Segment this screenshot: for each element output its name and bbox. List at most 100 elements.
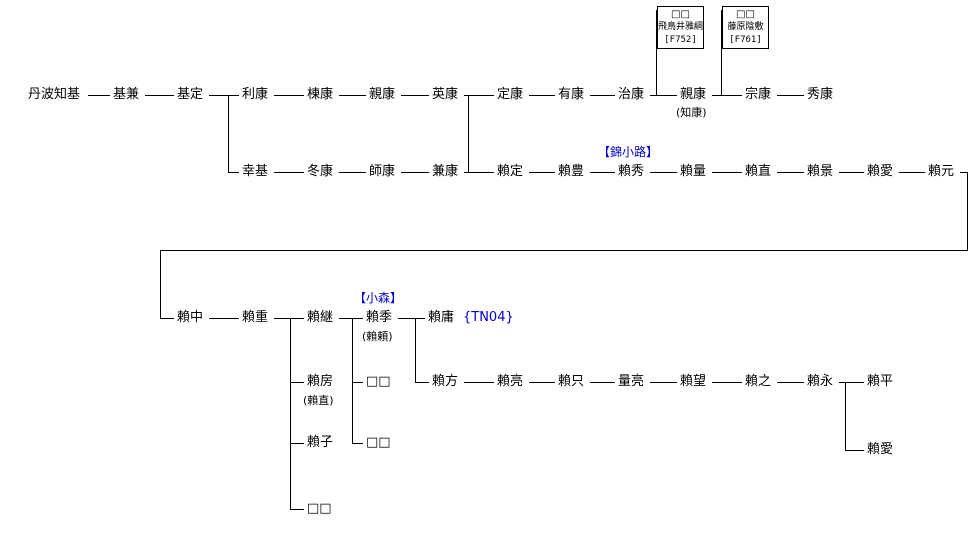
person-node: □□ — [307, 501, 332, 516]
person-node: 賴直 — [745, 164, 772, 179]
person-node: 賴季 — [366, 310, 393, 325]
person-node: 量亮 — [618, 374, 645, 389]
person-node: 賴房 — [307, 374, 334, 389]
person-node: 賴庸 — [428, 310, 455, 325]
connector-line — [339, 172, 366, 173]
person-node: 治康 — [618, 87, 645, 102]
connector-line — [712, 172, 742, 173]
connector-line — [967, 172, 968, 250]
connector-line — [529, 172, 555, 173]
family-code: [F752] — [664, 35, 697, 45]
daughter-placeholder: □□ — [736, 9, 755, 20]
connector-line — [401, 95, 429, 96]
connector-line — [712, 382, 742, 383]
person-alt-name-note: (賴頼) — [362, 330, 393, 343]
connector-line — [160, 318, 174, 319]
person-node: 賴愛 — [867, 442, 894, 457]
person-node: 賴中 — [177, 310, 204, 325]
connector-line — [464, 95, 494, 96]
person-node: 冬康 — [307, 164, 334, 179]
daughter-placeholder: □□ — [671, 9, 690, 20]
connector-line — [777, 172, 804, 173]
connector-line — [274, 172, 304, 173]
person-node: 基兼 — [113, 87, 140, 102]
person-node: 棟康 — [307, 87, 334, 102]
person-node: 兼康 — [432, 164, 459, 179]
connector-line — [464, 172, 494, 173]
connector-line — [777, 95, 804, 96]
person-node: 賴望 — [680, 374, 707, 389]
person-node: 秀康 — [807, 87, 834, 102]
connector-line — [590, 382, 615, 383]
branch-label-komori[interactable]: 【小森】 — [354, 291, 403, 305]
code-link-tn04[interactable]: {TN04} — [463, 310, 514, 325]
connector-line — [401, 172, 429, 173]
connector-line — [845, 450, 864, 451]
connector-line — [529, 95, 555, 96]
connector-line — [274, 95, 304, 96]
connector-line — [960, 172, 968, 173]
person-node: 賴量 — [680, 164, 707, 179]
person-node: 丹波知基 — [28, 87, 81, 102]
connector-line — [160, 250, 968, 251]
connector-line — [656, 10, 657, 95]
connector-line — [650, 172, 677, 173]
person-node: 幸基 — [242, 164, 269, 179]
connector-line — [209, 318, 239, 319]
person-alt-name-note: (知康) — [676, 106, 707, 119]
connector-line — [352, 443, 363, 444]
connector-line — [845, 382, 846, 450]
connector-line — [228, 172, 239, 173]
connector-line — [290, 382, 304, 383]
connector-line — [590, 172, 615, 173]
person-node: 宗康 — [745, 87, 772, 102]
person-node: 賴平 — [867, 374, 894, 389]
connector-line — [839, 382, 864, 383]
connector-line — [228, 95, 229, 172]
person-node: 賴子 — [307, 435, 334, 450]
person-node: 親康 — [369, 87, 396, 102]
spouse-name: 飛鳥井雅綱 — [658, 22, 704, 32]
connector-line — [650, 382, 677, 383]
connector-line — [468, 95, 469, 172]
person-alt-name-note: (賴直) — [303, 394, 334, 407]
spouse-box-fujiwara: □□ 藤原陰敷 [F761] — [722, 6, 769, 49]
person-node: 基定 — [177, 87, 204, 102]
connector-line — [145, 95, 174, 96]
person-node: 有康 — [558, 87, 585, 102]
connector-line — [290, 509, 304, 510]
person-node: 師康 — [369, 164, 396, 179]
connector-line — [415, 318, 416, 382]
connector-line — [339, 95, 366, 96]
person-node: 賴永 — [807, 374, 834, 389]
connector-line — [290, 318, 291, 509]
person-node: 親康 — [680, 87, 707, 102]
person-node: 賴愛 — [867, 164, 894, 179]
connector-line — [650, 95, 677, 96]
branch-label-nishikikoji[interactable]: 【錦小路】 — [598, 145, 659, 159]
connector-line — [415, 382, 429, 383]
person-node: 賴秀 — [618, 164, 645, 179]
connector-line — [209, 95, 239, 96]
connector-line — [339, 318, 363, 319]
family-code: [F761] — [729, 35, 762, 45]
connector-line — [529, 382, 555, 383]
connector-line — [899, 172, 925, 173]
person-node: 賴景 — [807, 164, 834, 179]
person-node: □□ — [366, 374, 391, 389]
connector-line — [274, 318, 304, 319]
connector-line — [712, 95, 742, 96]
connector-line — [839, 172, 864, 173]
connector-line — [398, 318, 425, 319]
person-node: 賴方 — [432, 374, 459, 389]
connector-line — [160, 250, 161, 318]
person-node: 定康 — [497, 87, 524, 102]
connector-line — [352, 318, 353, 443]
connector-line — [352, 382, 363, 383]
connector-line — [721, 10, 722, 95]
connector-line — [777, 382, 804, 383]
person-node: 賴亮 — [497, 374, 524, 389]
person-node: 賴重 — [242, 310, 269, 325]
person-node: 賴定 — [497, 164, 524, 179]
